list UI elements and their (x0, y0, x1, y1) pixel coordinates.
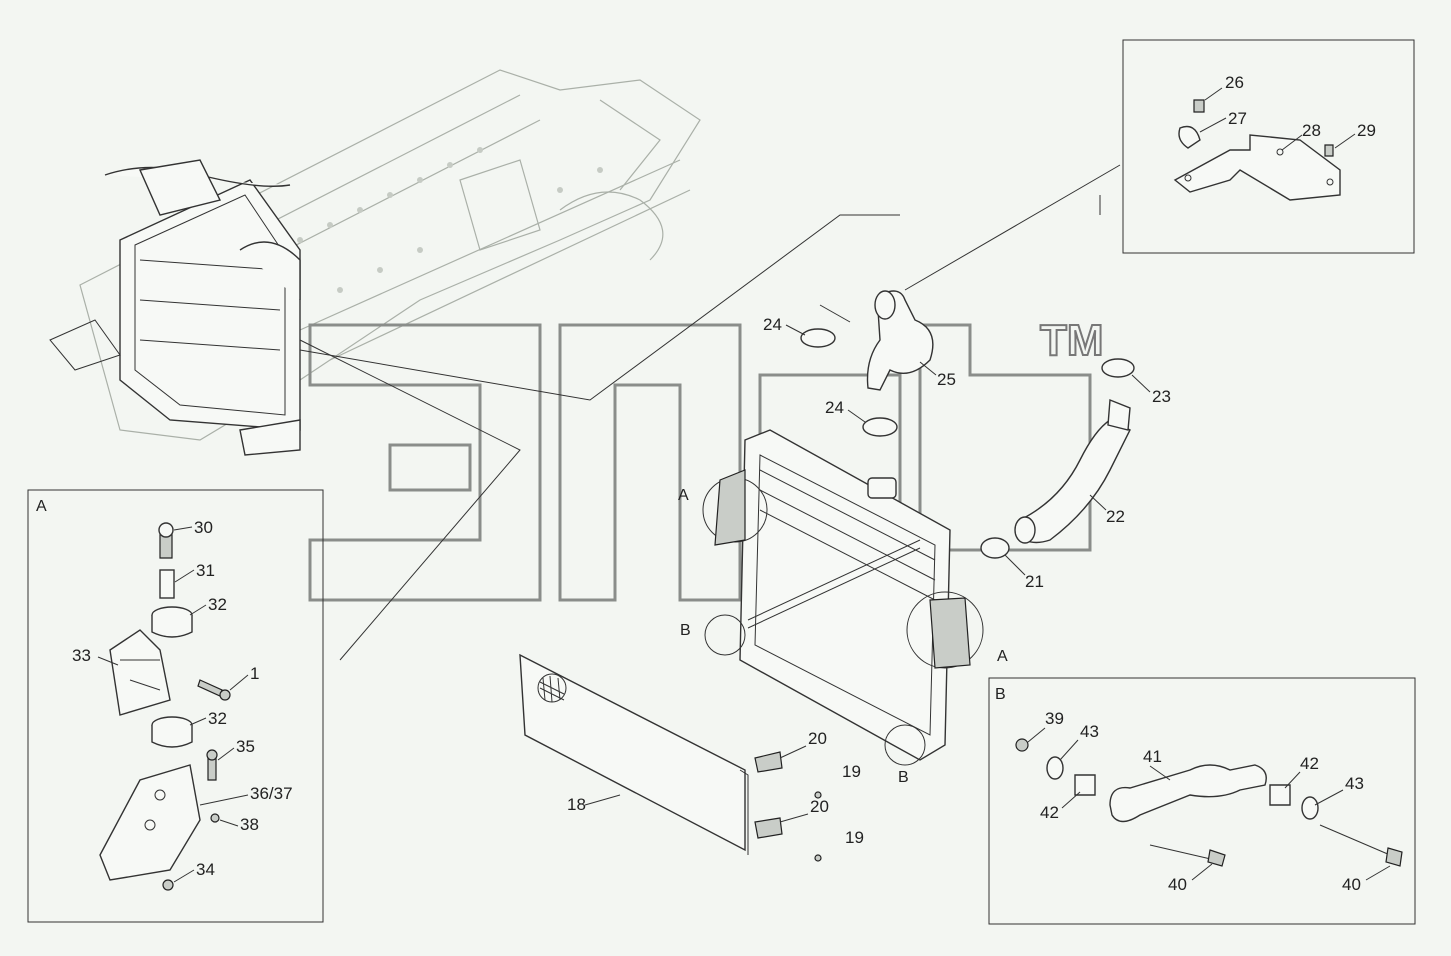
detail-circle-a-right (906, 591, 984, 669)
detail-circle-b-left (704, 614, 746, 656)
callout-25: 25 (937, 370, 956, 389)
inset-b-label: B (995, 686, 1006, 703)
callout-19b: 19 (845, 828, 864, 847)
callout-1: 1 (250, 664, 259, 683)
callout-19a: 19 (842, 762, 861, 781)
callout-27: 27 (1228, 109, 1247, 128)
inset-top-right (1122, 39, 1415, 254)
detail-circle-b-bottom (884, 724, 926, 766)
callout-30: 30 (194, 518, 213, 537)
callout-34: 34 (196, 860, 215, 879)
callout-41: 41 (1143, 747, 1162, 766)
upper-hose-25 (819, 290, 934, 391)
callout-43a: 43 (1080, 722, 1099, 741)
callout-42a: 42 (1040, 803, 1059, 822)
callout-18: 18 (567, 795, 586, 814)
clamp-23 (1101, 358, 1135, 378)
radiator (702, 429, 984, 766)
callout-32a: 32 (208, 595, 227, 614)
inset-b (988, 677, 1416, 925)
cover-panel (519, 653, 749, 855)
detail-letters: A B A A B B (36, 487, 1008, 786)
callout-43b: 43 (1345, 774, 1364, 793)
detail-mark-a-left: A (678, 487, 689, 504)
clamps-24 (800, 328, 898, 437)
clamp-21 (980, 537, 1010, 559)
callout-40b: 40 (1342, 875, 1361, 894)
callout-20a: 20 (808, 729, 827, 748)
callout-22: 22 (1106, 507, 1125, 526)
callout-42b: 42 (1300, 754, 1319, 773)
chassis-frame (79, 69, 701, 441)
brackets-20 (754, 751, 822, 862)
installed-radiator-assembly (49, 159, 301, 456)
callout-23: 23 (1152, 387, 1171, 406)
radiator-cap (867, 477, 897, 499)
callout-35: 35 (236, 737, 255, 756)
callout-31: 31 (196, 561, 215, 580)
callout-40a: 40 (1168, 875, 1187, 894)
inset-a-label: A (36, 498, 47, 515)
lower-hose-22 (1014, 398, 1131, 544)
callout-20b: 20 (810, 797, 829, 816)
callout-38: 38 (240, 815, 259, 834)
callout-32b: 32 (208, 709, 227, 728)
callout-28: 28 (1302, 121, 1321, 140)
callout-21: 21 (1025, 572, 1044, 591)
mesh-grille (537, 673, 567, 703)
callout-24a: 24 (763, 315, 782, 334)
detail-mark-b-bottom: B (898, 769, 909, 786)
callout-24b: 24 (825, 398, 844, 417)
callout-39: 39 (1045, 709, 1064, 728)
callout-33: 33 (72, 646, 91, 665)
watermark-logo: TM (308, 315, 1105, 602)
callout-26: 26 (1225, 73, 1244, 92)
callout-labels: 18 19 19 20 20 21 22 23 24 24 25 26 27 2… (72, 73, 1391, 894)
detail-mark-b-left: B (680, 622, 691, 639)
detail-mark-a-right: A (997, 648, 1008, 665)
watermark-tm: TM (1040, 316, 1104, 365)
inset-a (27, 489, 324, 923)
leader-lines (299, 164, 1121, 661)
callout-36-37: 36/37 (250, 784, 293, 803)
callout-29: 29 (1357, 121, 1376, 140)
